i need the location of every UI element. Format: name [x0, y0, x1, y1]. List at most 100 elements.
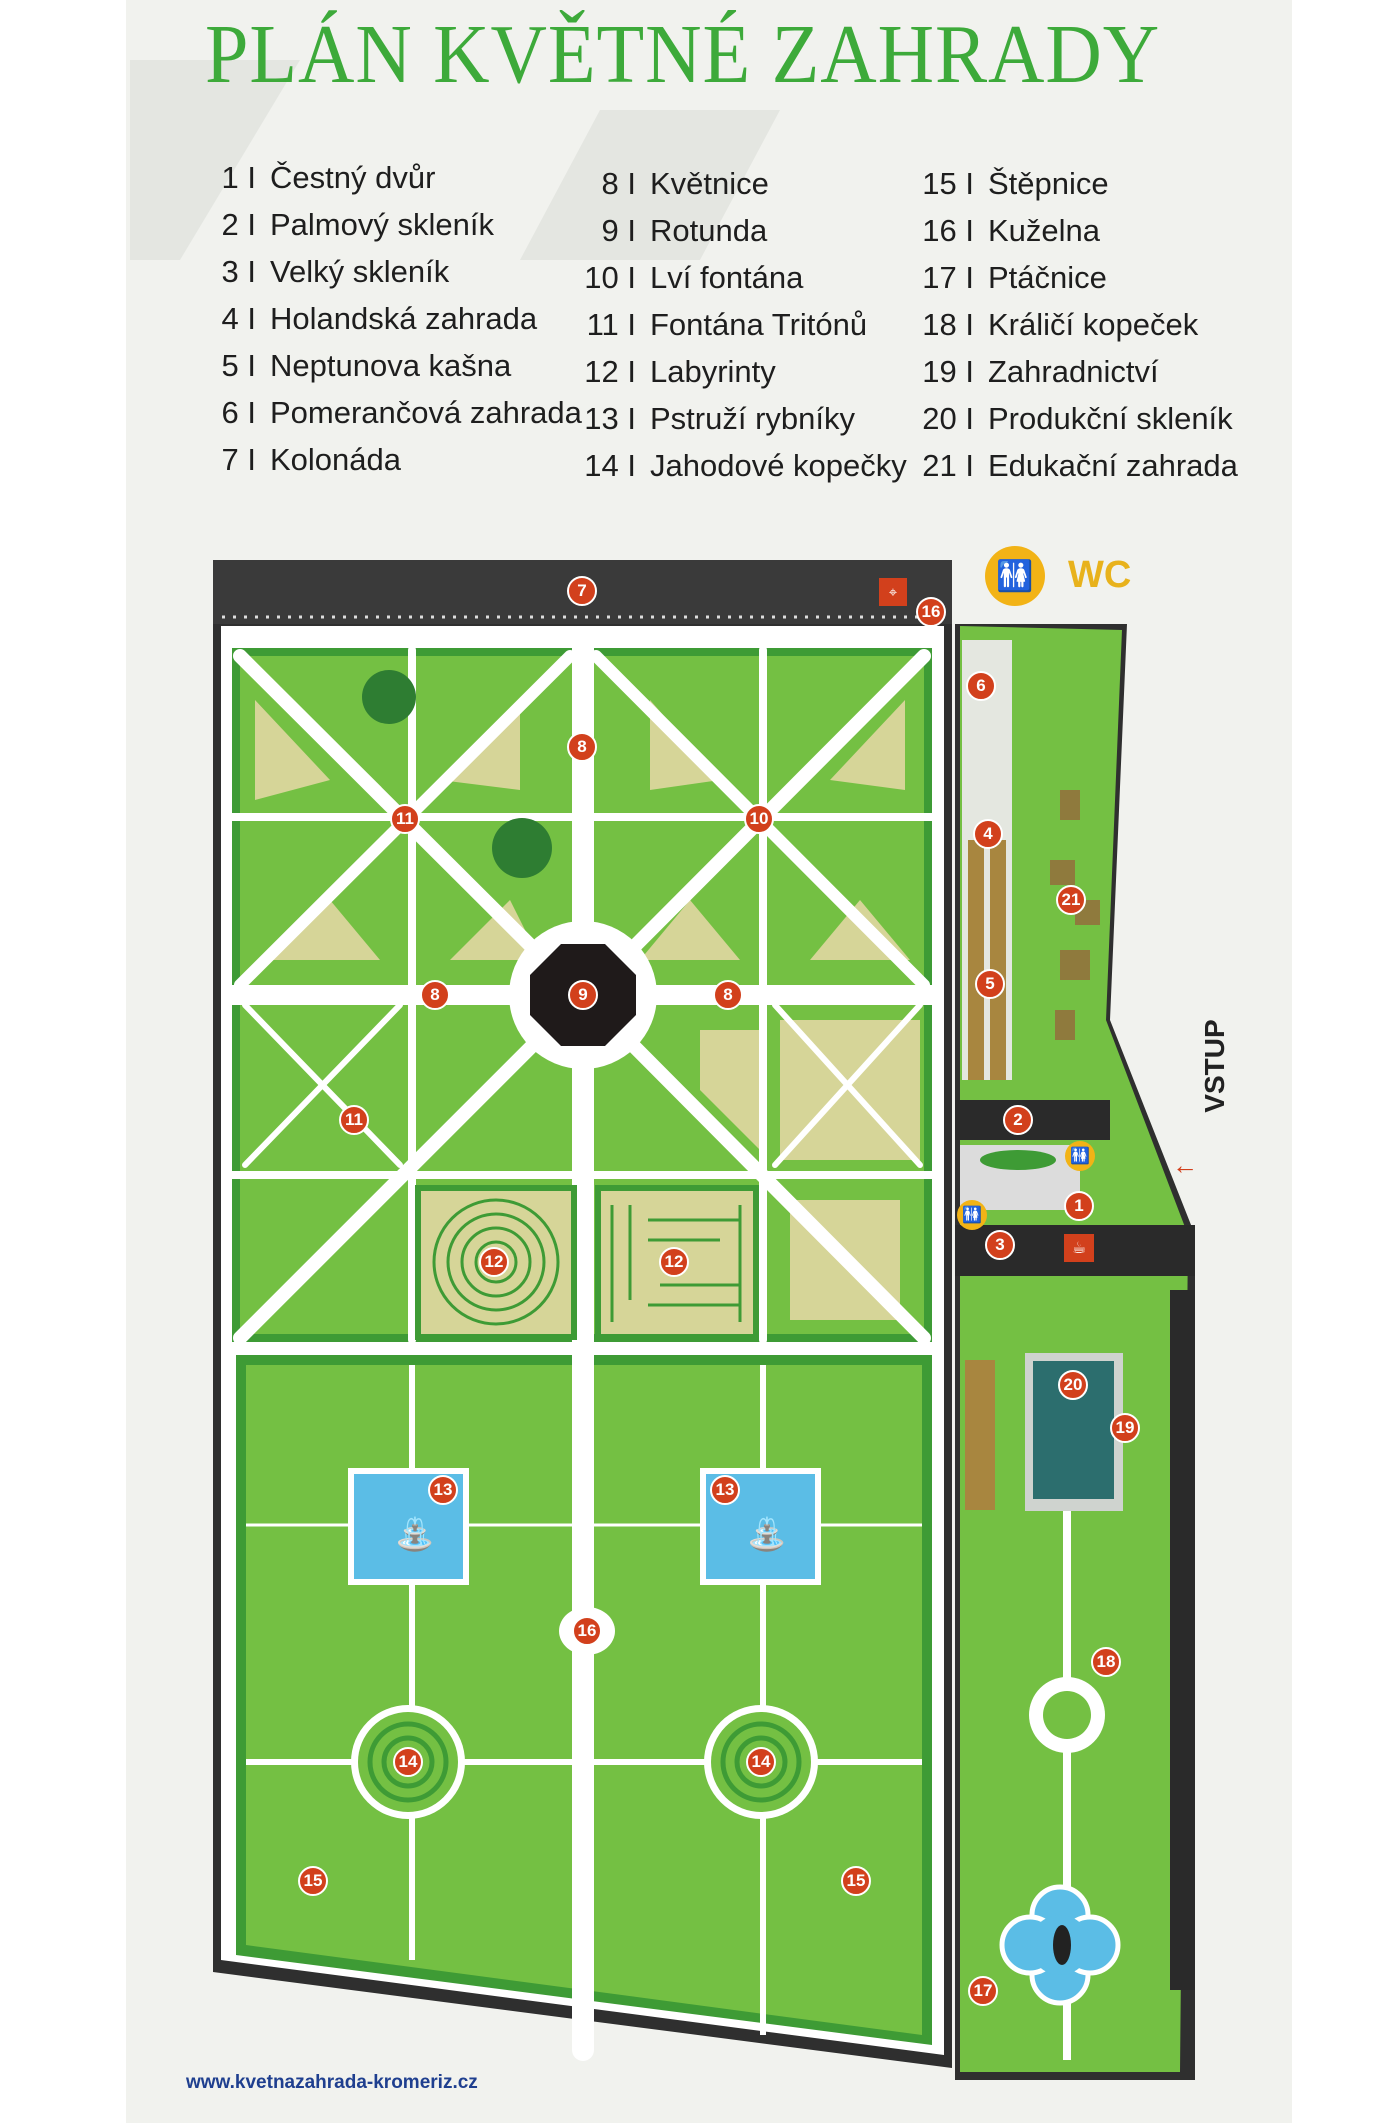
map-marker-17[interactable]: 17 [968, 1976, 998, 2006]
map-marker-15[interactable]: 15 [841, 1866, 871, 1896]
map-marker-12[interactable]: 12 [659, 1247, 689, 1277]
legend-item: 3 I Velký skleník [204, 254, 582, 301]
legend-number: 13 I [584, 401, 636, 436]
legend-number: 4 I [221, 301, 256, 336]
map-marker-19[interactable]: 19 [1110, 1413, 1140, 1443]
legend-item: 7 I Kolonáda [204, 442, 582, 489]
map-marker-13[interactable]: 13 [428, 1475, 458, 1505]
legend-label: Štěpnice [988, 166, 1109, 201]
legend-item: 5 I Neptunova kašna [204, 348, 582, 395]
map-marker-4[interactable]: 4 [973, 819, 1003, 849]
legend-number: 21 I [922, 448, 974, 483]
legend-number: 7 I [221, 442, 256, 477]
legend-item: 16 I Kuželna [912, 213, 1238, 260]
legend-column-3: 15 I Štěpnice 16 I Kuželna 17 I Ptáčnice 18… [912, 166, 1238, 495]
legend-label: Rotunda [650, 213, 768, 248]
map-marker-7[interactable]: 7 [567, 576, 597, 606]
legend-item: 15 I Štěpnice [912, 166, 1238, 213]
educational-garden-plots [1050, 790, 1100, 1040]
square-labyrinth-walls [610, 1205, 742, 1322]
legend-number: 20 I [922, 401, 974, 436]
map-marker-20[interactable]: 20 [1058, 1370, 1088, 1400]
legend-number: 18 I [922, 307, 974, 342]
legend-number: 11 I [586, 307, 636, 342]
map-marker-15[interactable]: 15 [298, 1866, 328, 1896]
background-shape [520, 110, 780, 260]
legend-number: 17 I [922, 260, 974, 295]
toilet-icon: 🚻 [957, 1200, 987, 1230]
map-marker-14[interactable]: 14 [393, 1747, 423, 1777]
map-marker-16[interactable]: 16 [916, 597, 946, 627]
background-shape [130, 60, 300, 260]
map-marker-16[interactable]: 16 [572, 1616, 602, 1646]
map-marker-21[interactable]: 21 [1056, 885, 1086, 915]
legend-number: 9 I [601, 213, 636, 248]
map-marker-9[interactable]: 9 [568, 980, 598, 1010]
map-marker-12[interactable]: 12 [479, 1247, 509, 1277]
legend-number: 14 I [584, 448, 636, 483]
legend-item: 4 I Holandská zahrada [204, 301, 582, 348]
legend-number: 16 I [922, 213, 974, 248]
entrance-label: VSTUP [1199, 1019, 1230, 1113]
website-link[interactable]: www.kvetnazahrada-kromeriz.cz [186, 2072, 478, 2093]
map-marker-14[interactable]: 14 [746, 1747, 776, 1777]
nursery-beds [965, 1360, 995, 1510]
legend-item: 9 I Rotunda [576, 213, 907, 260]
map-marker-10[interactable]: 10 [744, 804, 774, 834]
map-marker-13[interactable]: 13 [710, 1475, 740, 1505]
legend-label: Holandská zahrada [270, 301, 538, 336]
legend-number: 15 I [922, 166, 974, 201]
legend-number: 12 I [584, 354, 636, 389]
entrance-arrow-icon: ← [1172, 1150, 1198, 1180]
map-marker-1[interactable]: 1 [1064, 1191, 1094, 1221]
legend-number: 1 I [221, 160, 256, 195]
map-marker-8[interactable]: 8 [713, 980, 743, 1010]
map-marker-11[interactable]: 11 [390, 804, 420, 834]
map-marker-2[interactable]: 2 [1003, 1105, 1033, 1135]
legend-item: 1 I Čestný dvůr [204, 160, 582, 207]
map-marker-18[interactable]: 18 [1091, 1647, 1121, 1677]
legend-label: Ptáčnice [988, 260, 1107, 295]
legend-label: Jahodové kopečky [650, 448, 907, 483]
gardening-buildings [1170, 1290, 1195, 1990]
map-marker-3[interactable]: 3 [985, 1230, 1015, 1260]
map-marker-5[interactable]: 5 [975, 969, 1005, 999]
legend-item: 13 I Pstruží rybníky [576, 401, 907, 448]
map-marker-8[interactable]: 8 [420, 980, 450, 1010]
toilet-icon: 🚻 [985, 546, 1045, 606]
legend-number: 19 I [922, 354, 974, 389]
toilet-icon: 🚻 [1065, 1141, 1095, 1171]
legend-number: 2 I [221, 207, 256, 242]
map-marker-8[interactable]: 8 [567, 732, 597, 762]
east-gardens [960, 626, 1188, 2072]
aviary-island [1053, 1925, 1071, 1965]
legend-label: Kuželna [988, 213, 1101, 248]
legend-label: Neptunova kašna [270, 348, 512, 383]
legend-number: 3 I [221, 254, 256, 289]
page-title: PLÁN KVĚTNÉ ZAHRADY [205, 8, 1161, 101]
legend-label: Květnice [650, 166, 769, 201]
legend-label: Čestný dvůr [270, 160, 436, 195]
legend-label: Velký skleník [270, 254, 450, 289]
legend-number: 6 I [221, 395, 256, 430]
dutch-garden-beds [968, 840, 1006, 1080]
legend-label: Lví fontána [650, 260, 804, 295]
legend-number: 5 I [221, 348, 256, 383]
round-labyrinth-rings [432, 1198, 560, 1326]
binoculars-icon: ⌖ [879, 578, 907, 606]
map-marker-11[interactable]: 11 [339, 1105, 369, 1135]
legend-label: Kolonáda [270, 442, 402, 477]
legend-label: Labyrinty [650, 354, 776, 389]
map-marker-6[interactable]: 6 [966, 671, 996, 701]
legend-label: Pstruží rybníky [650, 401, 855, 436]
